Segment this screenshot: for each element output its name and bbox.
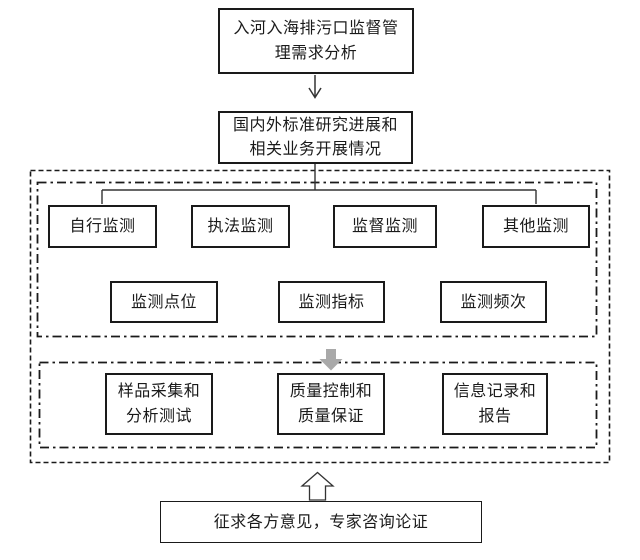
node-standards-line2: 相关业务开展情况 bbox=[249, 140, 382, 158]
node-monitoring-frequency-label: 监测频次 bbox=[460, 293, 527, 311]
node-supervision-monitoring-label: 监督监测 bbox=[351, 218, 418, 235]
node-standards-line1: 国内外标准研究进展和 bbox=[232, 116, 398, 134]
node-sampling-line1: 样品采集和 bbox=[117, 383, 201, 400]
node-records-line2: 报告 bbox=[478, 408, 512, 425]
node-requirement-line1: 入河入海排污口监督管 bbox=[233, 20, 399, 37]
node-monitoring-frequency: 监测频次 bbox=[440, 281, 547, 323]
node-quality-control: 质量控制和 质量保证 bbox=[277, 373, 385, 435]
node-monitoring-points-label: 监测点位 bbox=[130, 293, 197, 311]
node-records-report: 信息记录和 报告 bbox=[442, 373, 548, 435]
outer-dashed-container bbox=[29, 169, 611, 464]
node-consultation-label: 征求各方意见，专家咨询论证 bbox=[213, 513, 429, 531]
node-sampling-analysis: 样品采集和 分析测试 bbox=[105, 373, 213, 435]
node-monitoring-points: 监测点位 bbox=[110, 281, 218, 323]
arrowhead-down-icon bbox=[308, 87, 322, 99]
node-standards-research: 国内外标准研究进展和 相关业务开展情况 bbox=[218, 111, 413, 164]
node-self-monitoring: 自行监测 bbox=[48, 205, 157, 248]
up-outline-arrow-icon bbox=[300, 471, 335, 501]
node-consultation: 征求各方意见，专家咨询论证 bbox=[160, 501, 482, 543]
node-supervision-monitoring: 监督监测 bbox=[333, 205, 437, 248]
node-other-monitoring: 其他监测 bbox=[482, 205, 590, 248]
node-sampling-line2: 分析测试 bbox=[125, 408, 192, 425]
node-monitoring-indicators-label: 监测指标 bbox=[298, 293, 365, 311]
node-quality-line2: 质量保证 bbox=[297, 408, 364, 425]
node-monitoring-indicators: 监测指标 bbox=[278, 281, 385, 323]
node-records-line1: 信息记录和 bbox=[453, 383, 537, 400]
node-requirement-analysis: 入河入海排污口监督管 理需求分析 bbox=[218, 8, 414, 74]
process-section-border bbox=[38, 361, 598, 449]
node-quality-line1: 质量控制和 bbox=[289, 383, 373, 400]
node-enforcement-monitoring: 执法监测 bbox=[191, 205, 290, 248]
node-requirement-line2: 理需求分析 bbox=[274, 45, 358, 62]
monitoring-section-border bbox=[36, 181, 598, 338]
node-other-monitoring-label: 其他监测 bbox=[502, 218, 569, 235]
gray-down-block-arrow-icon bbox=[319, 349, 343, 371]
node-enforcement-monitoring-label: 执法监测 bbox=[207, 218, 274, 235]
node-self-monitoring-label: 自行监测 bbox=[69, 218, 136, 235]
